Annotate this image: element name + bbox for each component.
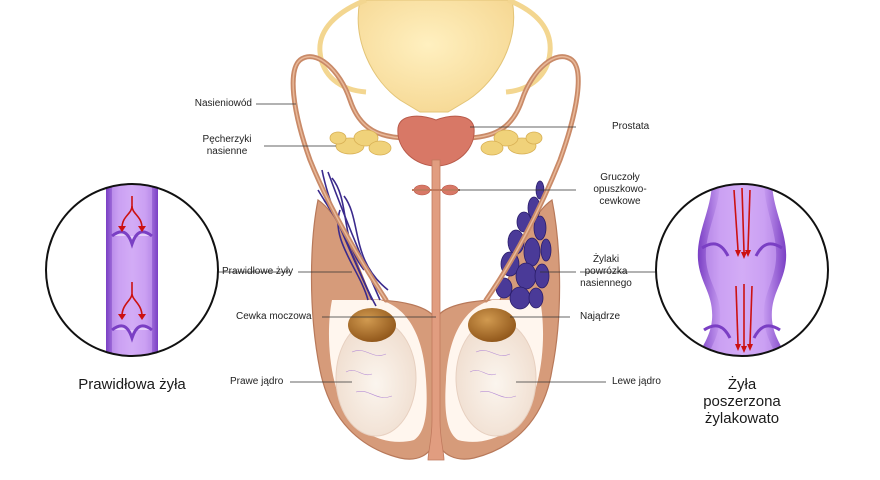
caption-dilated-vein: Żyła poszerzona żylakowato bbox=[682, 376, 802, 427]
label-varicocele: Żylaki powrózka nasiennego bbox=[576, 254, 636, 290]
label-varicocele-line3: nasiennego bbox=[580, 278, 632, 289]
label-varicocele-line2: powrózka bbox=[584, 266, 628, 277]
label-seminal-vesicles-line1: Pęcherzyki bbox=[202, 134, 252, 145]
label-bulbourethral-glands: Gruczoły opuszkowo- cewkowe bbox=[582, 172, 658, 208]
normal-vein-inset bbox=[45, 183, 219, 357]
label-right-testis: Prawe jądro bbox=[230, 376, 284, 387]
label-seminal-vesicles: Pęcherzyki nasienne bbox=[192, 134, 262, 158]
right-testis-shape bbox=[335, 319, 417, 437]
label-urethra: Cewka moczowa bbox=[236, 311, 312, 322]
caption-dilated-line1: Żyła bbox=[727, 376, 757, 393]
left-epididymis bbox=[468, 308, 516, 342]
seminal-vesicles bbox=[329, 129, 543, 156]
label-left-testis: Lewe jądro bbox=[612, 376, 661, 387]
label-epididymis: Najądrze bbox=[580, 311, 621, 322]
label-bulbourethral-line2: opuszkowo- bbox=[593, 184, 647, 195]
label-vas-deferens: Nasieniowód bbox=[194, 98, 252, 109]
label-bulbourethral-line3: cewkowe bbox=[599, 196, 641, 207]
caption-normal-vein: Prawidłowa żyła bbox=[78, 376, 186, 393]
right-epididymis bbox=[348, 308, 396, 342]
label-varicocele-line1: Żylaki bbox=[592, 254, 620, 265]
leader-lines bbox=[218, 103, 656, 383]
label-seminal-vesicles-line2: nasienne bbox=[206, 146, 248, 157]
caption-dilated-line3: żylakowato bbox=[704, 410, 780, 427]
urethra bbox=[412, 159, 460, 461]
label-prostate: Prostata bbox=[612, 121, 650, 132]
dilated-vein-inset bbox=[655, 183, 829, 357]
caption-dilated-line2: poszerzona bbox=[703, 393, 781, 410]
bladder bbox=[317, 0, 553, 113]
prostate bbox=[397, 115, 475, 167]
label-bulbourethral-line1: Gruczoły bbox=[600, 172, 640, 183]
label-normal-veins: Prawidłowe żyły bbox=[222, 266, 294, 277]
